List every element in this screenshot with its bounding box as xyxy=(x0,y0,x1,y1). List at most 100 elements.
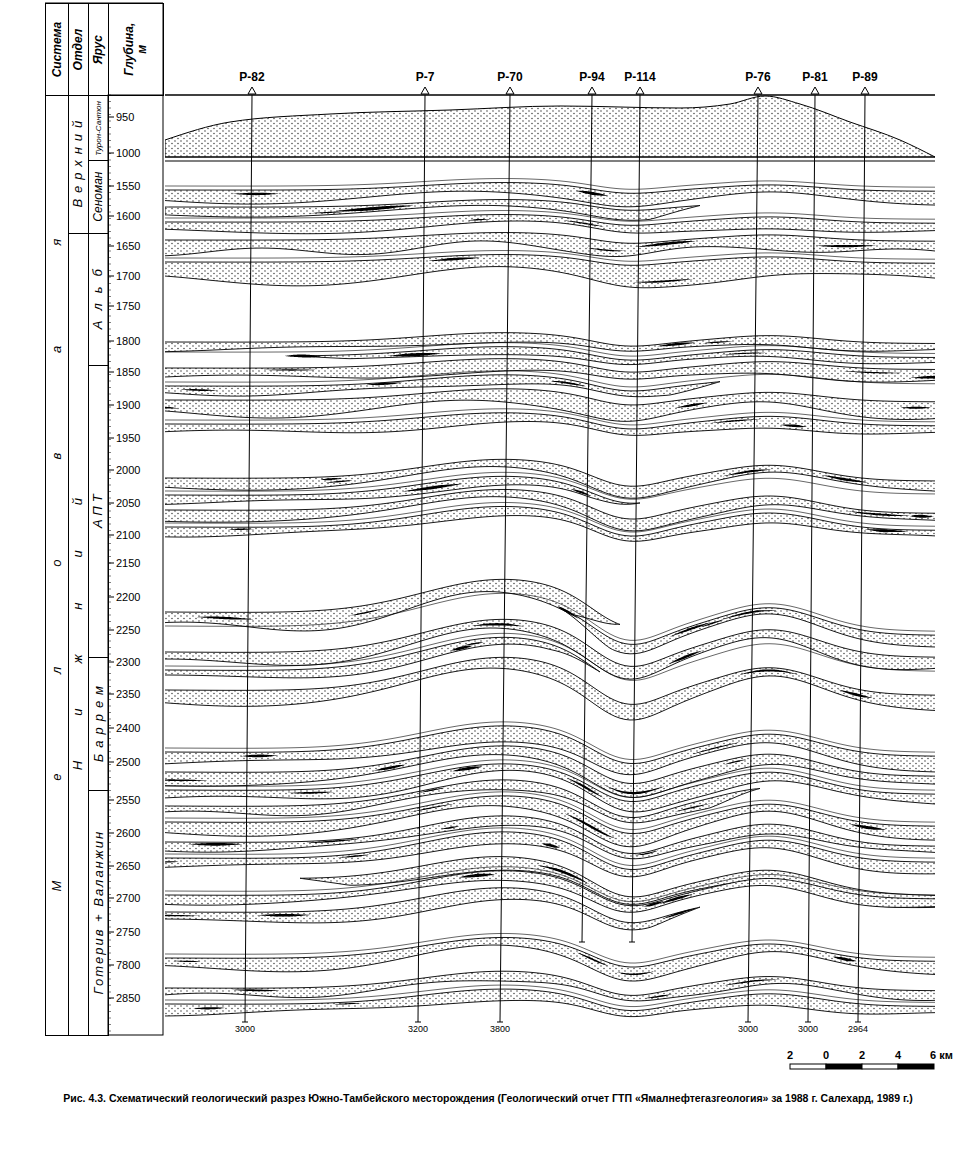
clay-lens xyxy=(724,759,746,764)
stratigraphic-unit: Верхний xyxy=(68,95,89,234)
well-line xyxy=(582,95,592,942)
clay-lens xyxy=(847,511,909,516)
well-label: Р-7 xyxy=(416,71,435,84)
unit-name: Турон-Сантон xyxy=(94,98,103,158)
scale-label: 4 xyxy=(895,1049,901,1061)
well-line xyxy=(632,95,640,942)
well-label: Р-114 xyxy=(624,71,655,84)
clay-lens xyxy=(634,850,658,855)
clay-lens xyxy=(668,651,702,665)
clay-lens xyxy=(604,785,664,795)
unit-name: Нижний xyxy=(71,236,85,1033)
well-bottom-tick xyxy=(579,942,585,943)
well-label: Р-70 xyxy=(497,71,522,84)
clay-lens xyxy=(900,407,930,409)
clay-lens xyxy=(188,843,242,846)
depth-label: 1850 xyxy=(116,366,140,378)
clay-lens xyxy=(571,489,591,496)
clay-lens xyxy=(326,480,352,482)
clay-lens xyxy=(263,369,317,370)
stratigraphic-unit: Альб xyxy=(88,233,109,366)
clay-lens xyxy=(738,669,798,675)
depth-label: 2300 xyxy=(116,656,140,668)
clay-lens xyxy=(723,470,771,477)
stratigraphic-unit: АПТ xyxy=(88,365,109,658)
unit-name: Альб xyxy=(91,236,105,363)
sand-layer xyxy=(165,657,935,720)
depth-label: 2550 xyxy=(116,794,140,806)
column-header: Отдел xyxy=(68,3,89,96)
depth-label: 1950 xyxy=(116,432,140,444)
clay-lens xyxy=(910,376,935,379)
well-symbol xyxy=(248,87,256,94)
clay-lens xyxy=(669,622,711,637)
depth-label: 1000 xyxy=(116,147,140,159)
well-symbol xyxy=(636,87,644,94)
clay-lens xyxy=(241,755,277,758)
depth-label: 1550 xyxy=(116,180,140,192)
depth-label: 2050 xyxy=(116,497,140,509)
clay-lens xyxy=(366,382,402,385)
column-header: Система xyxy=(45,3,69,96)
clay-lens xyxy=(815,245,875,247)
well-bottom-tick xyxy=(629,942,635,943)
clay-lens xyxy=(550,381,586,386)
bed-boundary xyxy=(165,179,935,190)
bed-boundary xyxy=(165,933,935,963)
clay-lens xyxy=(838,689,872,698)
stratigraphic-unit: Баррем xyxy=(88,657,109,791)
well-depth: 2964 xyxy=(848,1025,868,1035)
unit-name: Баррем xyxy=(91,660,105,788)
unit-name: Готерив + Валанжин xyxy=(91,793,105,1033)
well-depth: 3000 xyxy=(235,1025,255,1035)
well-depth: 3000 xyxy=(738,1025,758,1035)
clay-lens xyxy=(676,403,708,408)
sand-layer xyxy=(300,347,935,365)
depth-label: 1600 xyxy=(116,210,140,222)
header-text: Отдел xyxy=(72,6,85,93)
clay-lens xyxy=(632,279,692,283)
clay-lens xyxy=(722,353,768,355)
stratigraphic-unit: Меловая xyxy=(45,95,69,1036)
stratigraphic-unit: Сеноман xyxy=(88,160,109,234)
well-line xyxy=(748,95,758,1022)
clay-lens xyxy=(841,371,903,374)
scale-segment xyxy=(826,1064,862,1069)
clay-lens xyxy=(452,767,482,772)
depth-label: 2400 xyxy=(116,722,140,734)
clay-lens xyxy=(635,241,697,247)
caption: Рис. 4.3. Схематический геологический ра… xyxy=(15,1092,961,1106)
depth-label: 2850 xyxy=(116,992,140,1004)
clay-lens xyxy=(284,354,320,357)
depth-label: 2000 xyxy=(116,464,140,476)
clay-lens xyxy=(832,957,856,962)
clay-lens xyxy=(165,407,177,409)
depth-label: 1900 xyxy=(116,399,140,411)
clay-lens xyxy=(429,257,481,261)
clay-lens xyxy=(233,193,279,195)
well-bottom-tick xyxy=(242,1022,248,1023)
header-text: Ярус xyxy=(92,6,105,93)
clay-lens xyxy=(719,610,779,621)
sand-layer xyxy=(165,579,620,631)
clay-lens xyxy=(165,779,208,781)
well-symbol xyxy=(506,87,514,94)
bed-boundary xyxy=(165,828,935,866)
clay-lens xyxy=(865,529,907,532)
sand-layer xyxy=(165,871,935,913)
depth-label: 1750 xyxy=(116,300,140,312)
clay-lens xyxy=(691,743,739,755)
clay-lens xyxy=(309,211,349,213)
scale-label: 2 xyxy=(859,1049,865,1061)
well-line xyxy=(418,95,425,1022)
clay-lens xyxy=(874,529,894,532)
well-label: Р-81 xyxy=(802,71,827,84)
clay-lens xyxy=(450,646,472,651)
clay-lens xyxy=(193,1007,225,1009)
column-header: Глубина, м xyxy=(108,3,164,96)
sand-layer xyxy=(165,215,935,234)
well-line xyxy=(500,95,510,1022)
horizon-line xyxy=(165,156,935,157)
sand-layer xyxy=(165,255,935,288)
